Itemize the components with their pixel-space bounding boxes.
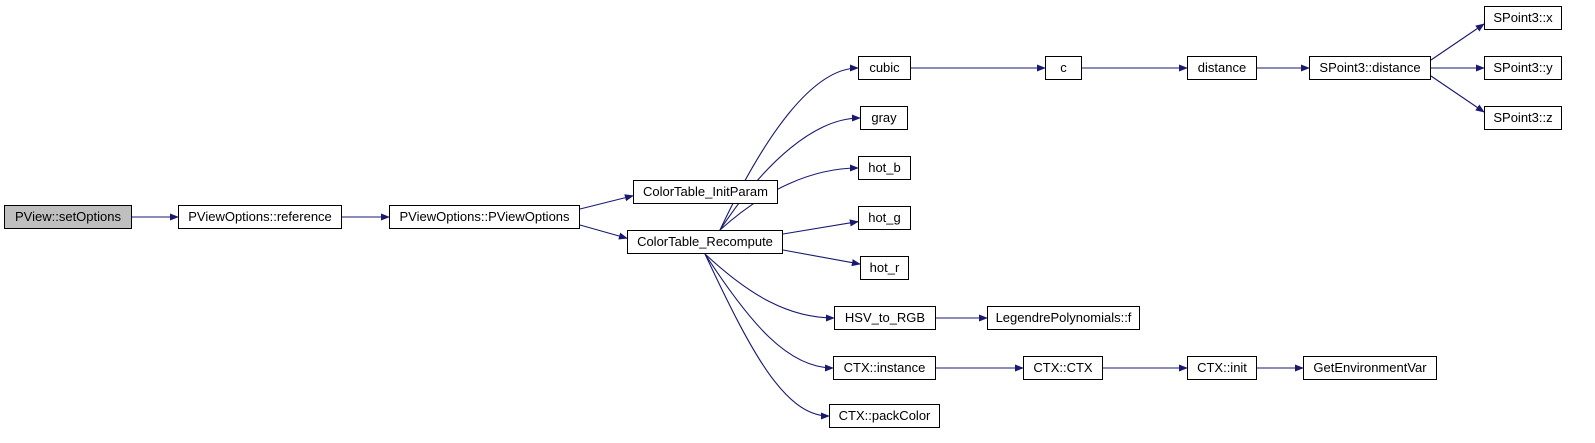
node-legendrepolynomials-f[interactable]: LegendrePolynomials::f <box>987 306 1140 330</box>
node-ctx-packcolor[interactable]: CTX::packColor <box>829 404 940 428</box>
edge-recompute-to-hot_b <box>719 164 859 231</box>
node-ctx-instance[interactable]: CTX::instance <box>833 356 936 380</box>
node-gray[interactable]: gray <box>860 106 908 130</box>
node-colortable-recompute[interactable]: ColorTable_Recompute <box>627 230 783 254</box>
edge-recompute-to-packColor <box>704 253 830 420</box>
node-spoint3-y[interactable]: SPoint3::y <box>1484 56 1562 80</box>
node-pviewoptions-reference[interactable]: PViewOptions::reference <box>178 205 342 229</box>
node-spoint3-z[interactable]: SPoint3::z <box>1484 106 1562 130</box>
node-pviewoptions-constructor[interactable]: PViewOptions::PViewOptions <box>389 205 580 229</box>
edge-pviewOptions-to-recompute <box>579 224 628 240</box>
edge-spDistance-to-sx <box>1430 23 1485 61</box>
node-getenvironmentvar[interactable]: GetEnvironmentVar <box>1303 356 1437 380</box>
node-hot-g[interactable]: hot_g <box>858 206 911 230</box>
node-hsv-to-rgb[interactable]: HSV_to_RGB <box>834 306 936 330</box>
node-colortable-initparam[interactable]: ColorTable_InitParam <box>633 180 778 204</box>
node-hot-b[interactable]: hot_b <box>858 156 911 180</box>
edge-recompute-to-instance <box>704 253 834 372</box>
edge-recompute-to-gray <box>719 114 861 231</box>
node-cubic[interactable]: cubic <box>858 56 911 80</box>
edge-recompute-to-hot_r <box>782 249 861 267</box>
node-spoint3-x[interactable]: SPoint3::x <box>1484 6 1562 30</box>
node-c[interactable]: c <box>1045 56 1082 80</box>
node-hot-r[interactable]: hot_r <box>860 256 909 280</box>
node-pview-setoptions[interactable]: PView::setOptions <box>4 205 132 229</box>
edge-pviewOptions-to-initParam <box>579 194 634 210</box>
edge-recompute-to-hsv <box>704 253 835 322</box>
node-spoint3-distance[interactable]: SPoint3::distance <box>1309 56 1431 80</box>
node-ctx-init[interactable]: CTX::init <box>1187 356 1257 380</box>
edge-spDistance-to-sz <box>1430 75 1485 113</box>
edge-recompute-to-hot_g <box>782 219 859 235</box>
node-distance[interactable]: distance <box>1187 56 1257 80</box>
node-ctx-constructor[interactable]: CTX::CTX <box>1023 356 1103 380</box>
